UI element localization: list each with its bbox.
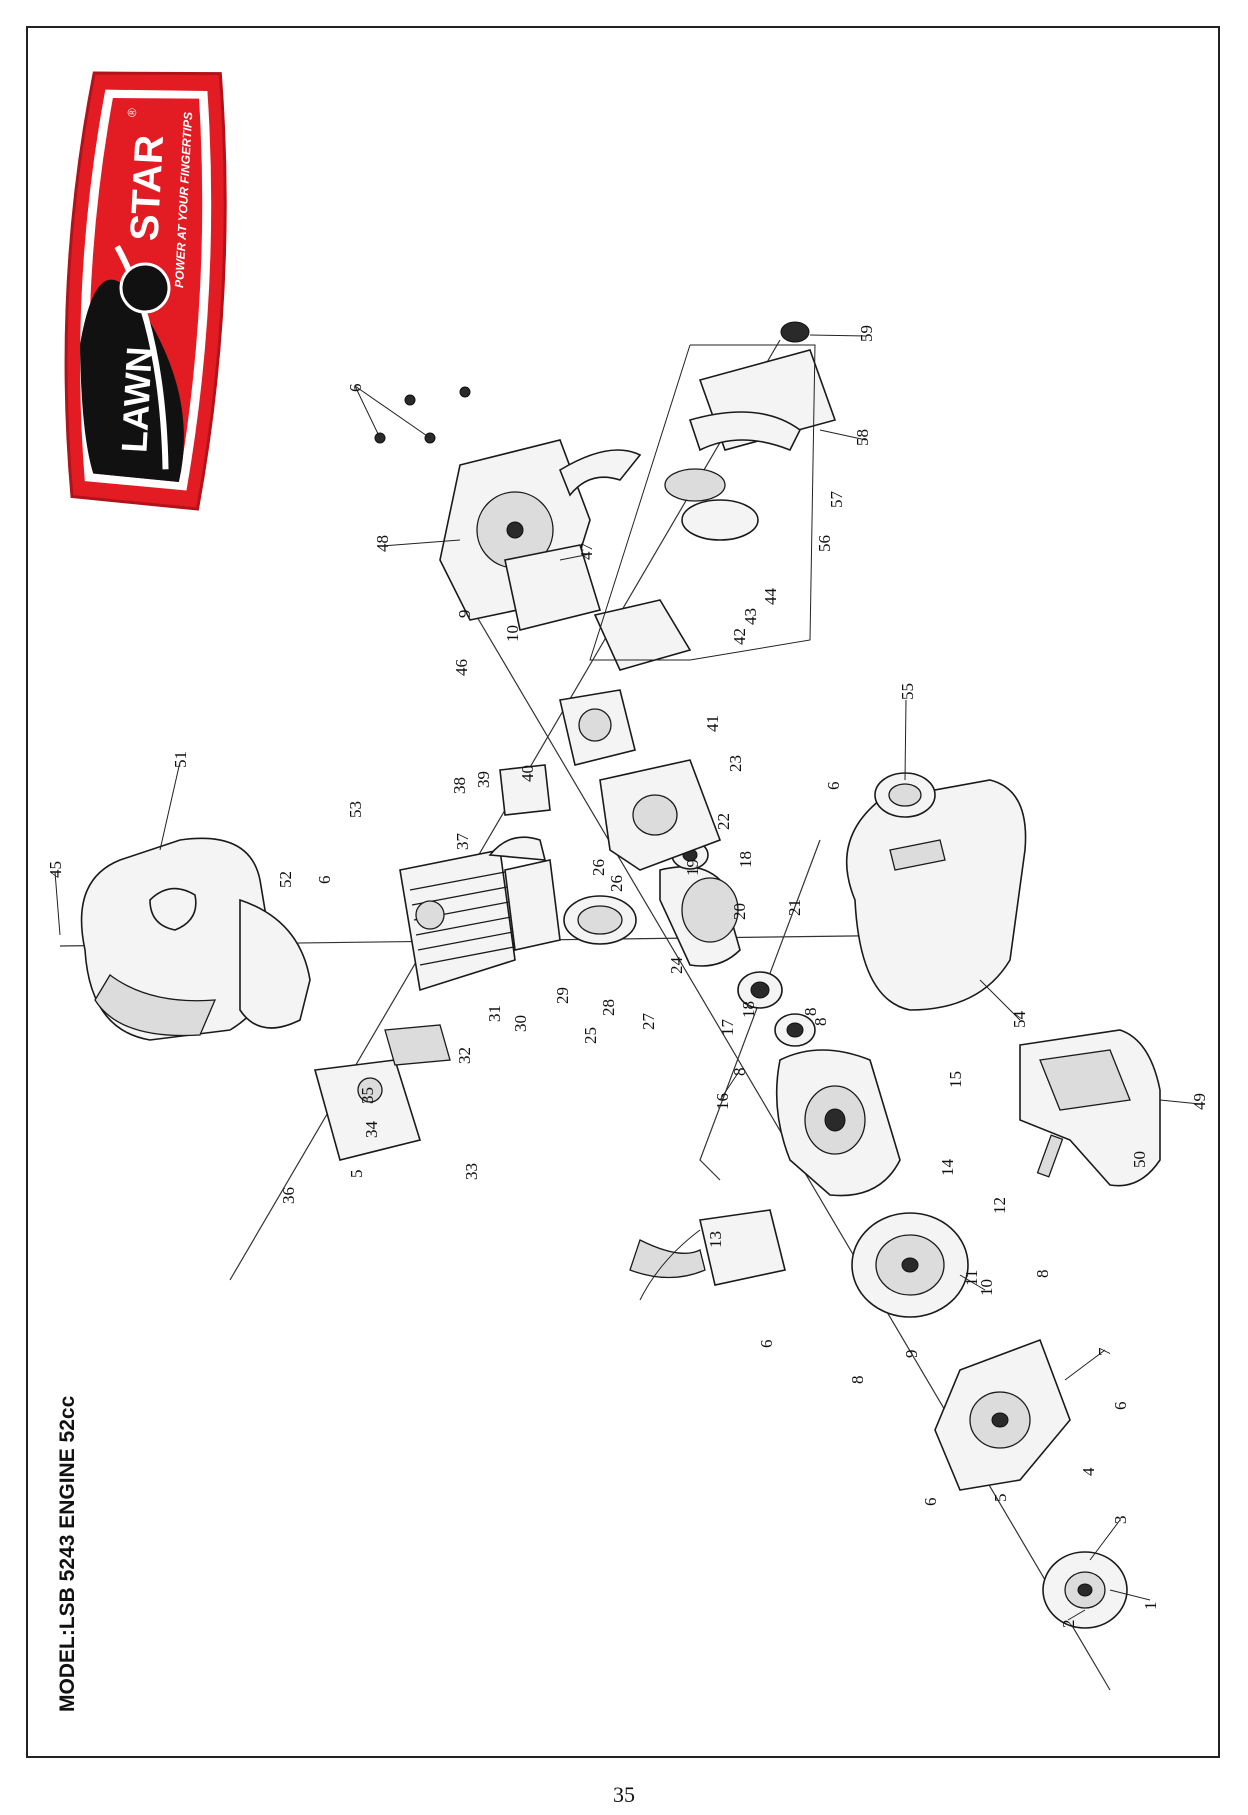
callout-label: 22: [714, 813, 733, 830]
callout-label: 27: [639, 1013, 658, 1031]
callout-label: 6: [757, 1340, 776, 1349]
muffler: [313, 1024, 451, 1161]
callout-label: 40: [518, 765, 537, 782]
callout-label: 2: [1059, 1620, 1078, 1629]
callout-label: 13: [706, 1231, 725, 1248]
callout-label: 15: [946, 1071, 965, 1088]
logo-registered-mark: ®: [125, 108, 139, 118]
callout-label: 42: [730, 628, 749, 645]
callout-label: 8: [811, 1018, 830, 1027]
callout-label: 17: [718, 1019, 737, 1037]
callout-label: 9: [455, 610, 474, 619]
fuel-tank: [845, 772, 1027, 1011]
callout-label: 45: [46, 861, 65, 878]
engine-cover: [80, 837, 311, 1041]
callout-label: 51: [171, 751, 190, 768]
callout-label: 8: [1033, 1270, 1052, 1279]
callout-label: 18: [739, 1001, 758, 1018]
callout-label: 48: [373, 535, 392, 552]
callout-label: 36: [279, 1187, 298, 1204]
callout-label: 5: [347, 1170, 366, 1179]
callout-label: 11: [962, 1270, 981, 1286]
ignition-coil: [629, 1209, 786, 1301]
callout-label: 19: [683, 859, 702, 876]
callout-label: 5: [991, 1494, 1010, 1503]
callout-label: 31: [485, 1005, 504, 1022]
callout-label: 14: [938, 1159, 957, 1177]
callout-label: 52: [276, 871, 295, 888]
callout-label: 26: [607, 875, 626, 892]
clutch-housing: [934, 1338, 1071, 1491]
callout-label: 1: [1141, 1602, 1160, 1611]
callout-label: 6: [824, 782, 843, 791]
callout-label: 9: [902, 1350, 921, 1359]
callout-label: 44: [761, 588, 780, 606]
callout-label: 57: [827, 491, 846, 509]
callout-label: 55: [898, 683, 917, 700]
handle-bracket: [1019, 1029, 1161, 1187]
callout-label: 59: [857, 325, 876, 342]
callout-label: 23: [726, 755, 745, 772]
flywheel: [851, 1212, 969, 1318]
callout-label: 29: [553, 987, 572, 1004]
callout-label: 34: [362, 1121, 381, 1139]
logo-brand-right: STAR: [122, 134, 171, 242]
page-number: 35: [613, 1782, 635, 1807]
callout-label: 43: [741, 608, 760, 625]
callout-label: 20: [730, 903, 749, 920]
page-border: [26, 26, 1220, 1758]
callout-label: 41: [703, 715, 722, 732]
callout-label: 10: [503, 625, 522, 642]
callout-label: 50: [1130, 1151, 1149, 1168]
callout-label: 46: [452, 659, 471, 676]
callout-label: 53: [346, 801, 365, 818]
crankcase-half-right: [599, 759, 722, 871]
callout-label: 32: [455, 1047, 474, 1064]
callout-label: 7: [1095, 1347, 1114, 1356]
crankshaft-assembly: [563, 840, 816, 1047]
leader-lines: [54, 334, 1201, 1621]
callout-label: 21: [785, 899, 804, 916]
callout-label: 8: [801, 1008, 820, 1017]
sun-gear-icon: [119, 262, 171, 314]
callout-label: 12: [990, 1197, 1009, 1214]
recoil-starter-assembly: [374, 386, 642, 631]
callout-label: 16: [713, 1093, 732, 1110]
callout-label: 39: [474, 771, 493, 788]
callout-label: 25: [581, 1027, 600, 1044]
callout-label: 10: [977, 1279, 996, 1296]
callout-labels: 1 2 3 4 5 5 6 6 6 6 6 6 7 8 8 8 8 8 9 9 …: [46, 325, 1209, 1628]
callout-label: 24: [667, 957, 686, 975]
callout-label: 47: [577, 543, 596, 561]
crankcase-main: [775, 1049, 901, 1197]
air-filter-box: [589, 321, 837, 671]
carburetor: [499, 689, 636, 816]
callout-label: 6: [1111, 1402, 1130, 1411]
callout-label: 18: [736, 851, 755, 868]
lawnstar-logo: LAWN STAR POWER AT YOUR FINGERTIPS ®: [64, 71, 227, 511]
callout-label: 49: [1190, 1093, 1209, 1110]
callout-label: 58: [853, 429, 872, 446]
callout-label: 26: [589, 859, 608, 876]
callout-label: 38: [450, 777, 469, 794]
callout-label: 8: [848, 1376, 867, 1385]
callout-label: 3: [1111, 1516, 1130, 1525]
logo-brand-left: LAWN: [113, 346, 159, 454]
callout-label: 8: [730, 1068, 749, 1077]
callout-label: 30: [511, 1015, 530, 1032]
callout-label: 6: [315, 876, 334, 885]
callout-label: 35: [358, 1087, 377, 1104]
callout-label: 6: [921, 1498, 940, 1507]
callout-label: 56: [815, 535, 834, 552]
cylinder-assembly: [399, 836, 561, 992]
callout-label: 28: [599, 999, 618, 1016]
callout-label: 37: [453, 833, 472, 851]
callout-label: 33: [462, 1163, 481, 1180]
callout-label: 4: [1079, 1467, 1098, 1476]
clutch: [1042, 1551, 1128, 1629]
